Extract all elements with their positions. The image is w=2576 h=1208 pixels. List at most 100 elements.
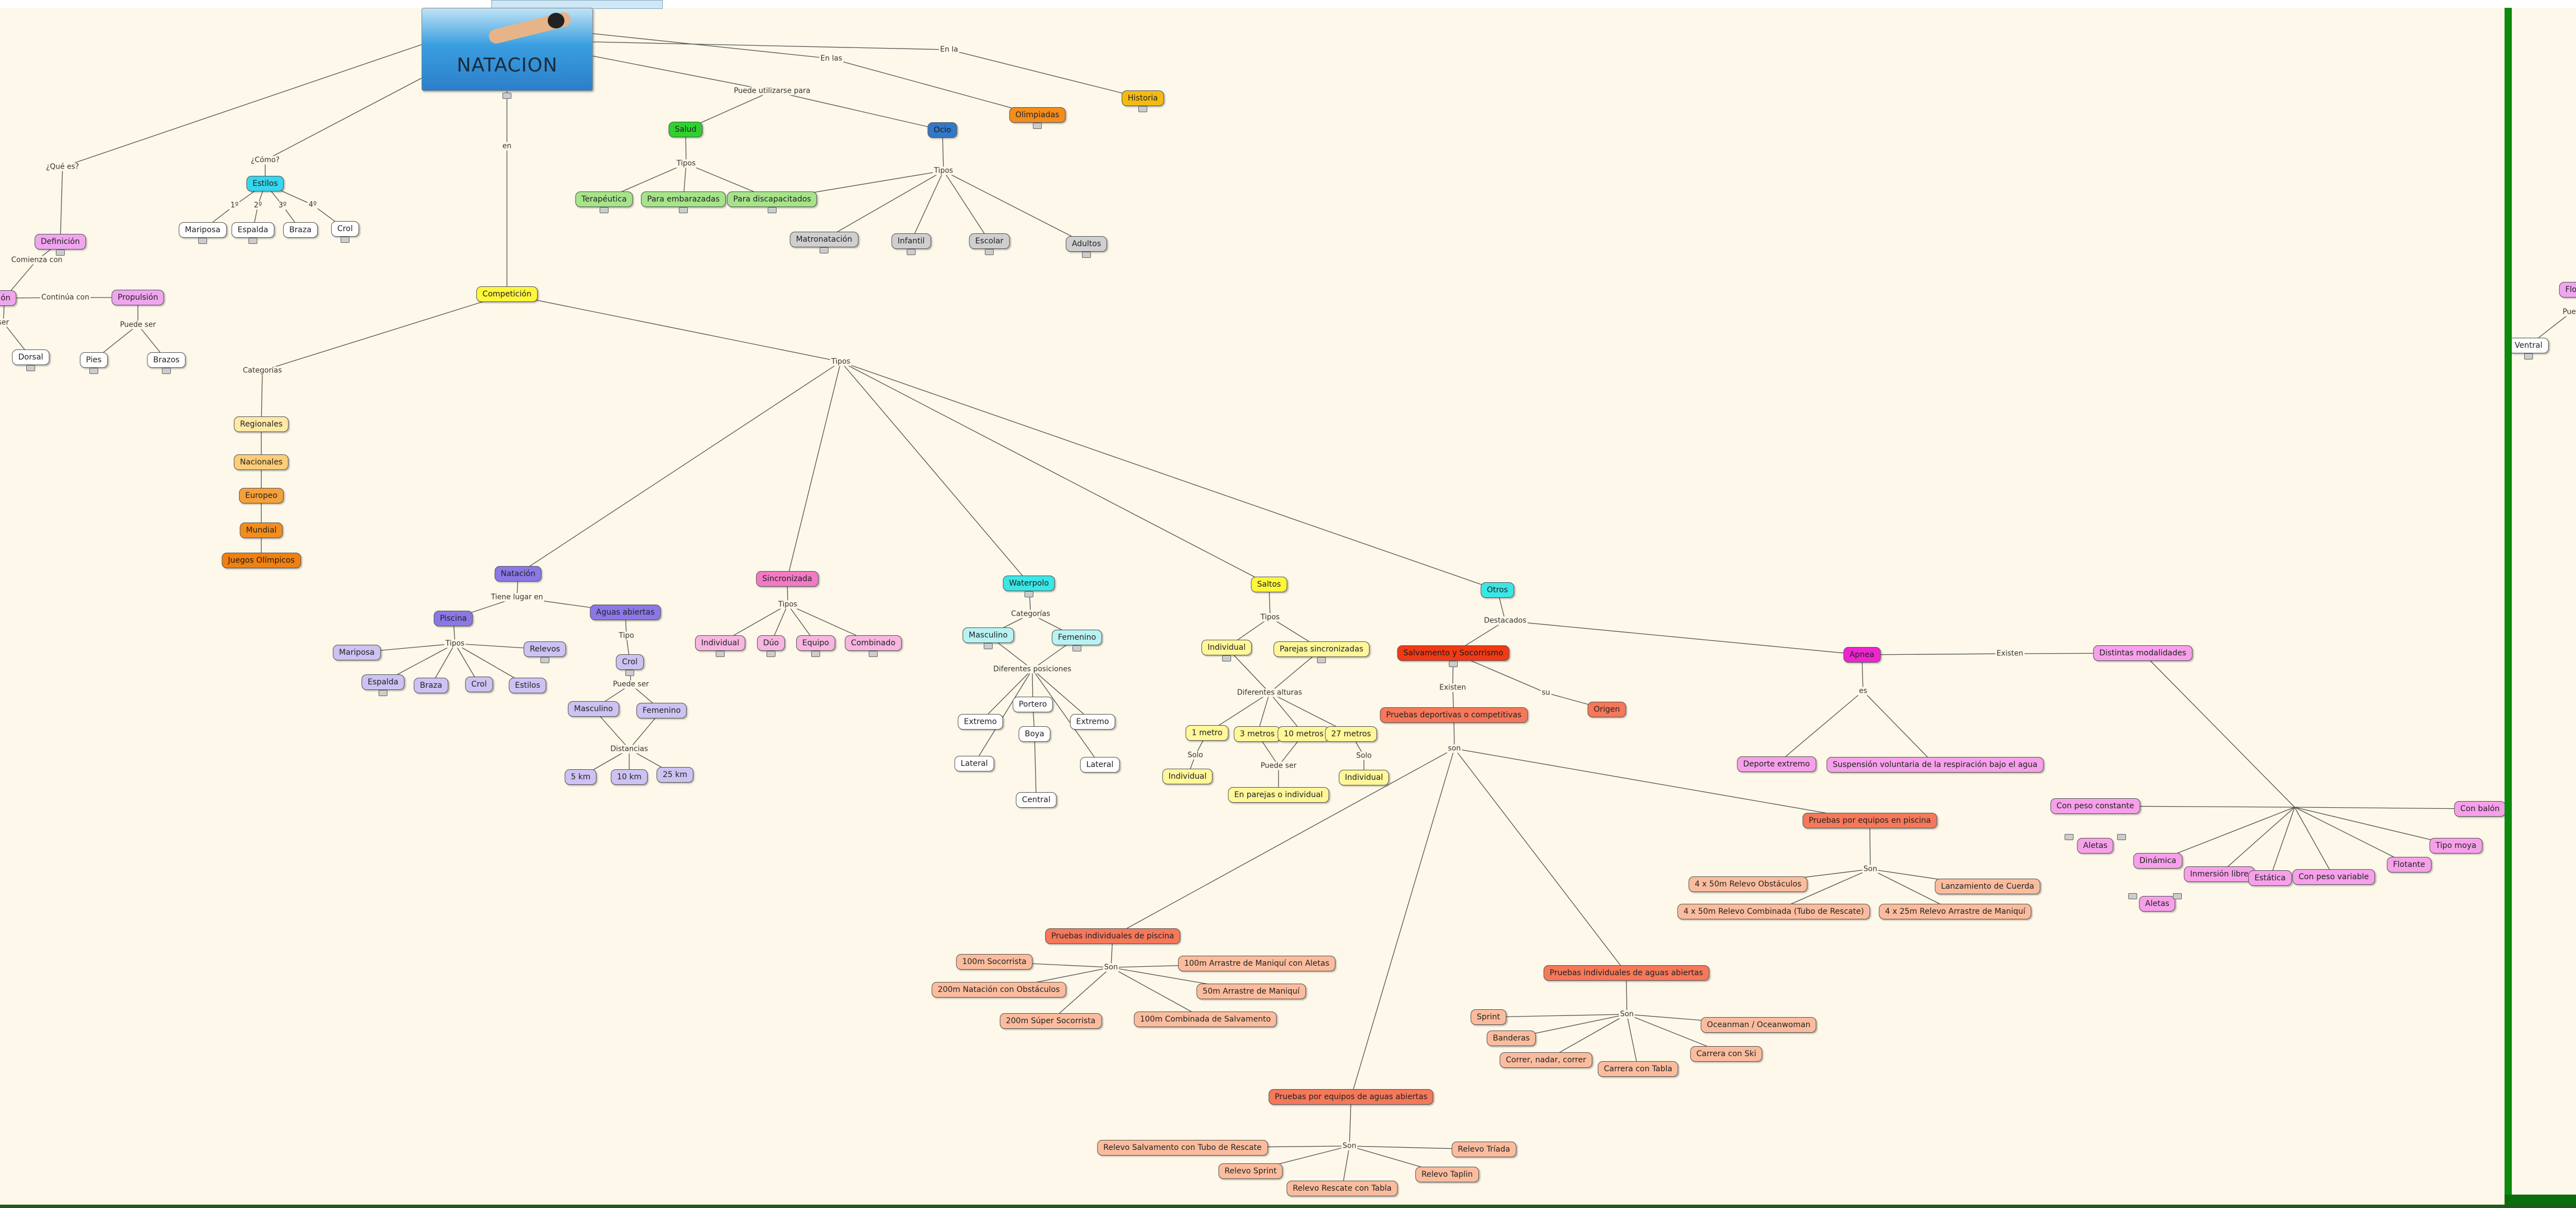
concept-node-masculino-2[interactable]: Masculino	[963, 627, 1014, 643]
attached-resource-icon[interactable]	[768, 207, 777, 213]
concept-node-relevo-sprint[interactable]: Relevo Sprint	[1218, 1163, 1283, 1179]
concept-node-relevos[interactable]: Relevos	[523, 641, 567, 657]
concept-node-dorsal[interactable]: Dorsal	[12, 349, 50, 365]
attached-resource-icon[interactable]	[379, 690, 387, 696]
concept-node-lateral-2[interactable]: Lateral	[1080, 757, 1120, 773]
concept-node-socorrista100[interactable]: 100m Socorrista	[956, 954, 1033, 970]
attached-resource-icon[interactable]	[1449, 661, 1458, 667]
concept-node-peso-variable[interactable]: Con peso variable	[2292, 869, 2375, 885]
concept-node-carrera-ski[interactable]: Carrera con Ski	[1690, 1046, 1763, 1062]
attached-resource-icon[interactable]	[2128, 893, 2137, 899]
concept-node-estilos-2[interactable]: Estilos	[509, 678, 547, 693]
concept-node-saltos[interactable]: Saltos	[1251, 577, 1287, 592]
concept-node-crol-2[interactable]: Crol	[465, 677, 493, 692]
concept-node-km25[interactable]: 25 km	[656, 767, 694, 783]
concept-node-pruebas-dep[interactable]: Pruebas deportivas o competitivas	[1380, 707, 1528, 723]
attached-resource-icon[interactable]	[2524, 353, 2533, 359]
concept-node-terapeutica[interactable]: Terapéutica	[575, 191, 633, 207]
concept-node-arrastre-aletas[interactable]: 100m Arrastre de Maniquí con Aletas	[1177, 956, 1336, 971]
concept-node-piscina[interactable]: Piscina	[433, 611, 473, 626]
attached-resource-icon[interactable]	[2117, 834, 2126, 840]
attached-resource-icon[interactable]	[162, 368, 171, 374]
attached-resource-icon[interactable]	[600, 207, 609, 213]
concept-node-individual-s[interactable]: Individual	[695, 635, 746, 651]
concept-node-infantil[interactable]: Infantil	[891, 233, 931, 249]
attached-resource-icon[interactable]	[1082, 252, 1091, 258]
concept-node-definicion[interactable]: Definición	[35, 234, 86, 250]
concept-node-extremo-1[interactable]: Extremo	[957, 714, 1003, 730]
attached-resource-icon[interactable]	[26, 365, 35, 371]
concept-node-oceanman[interactable]: Oceanman / Oceanwoman	[1701, 1017, 1817, 1033]
concept-node-peso-constante[interactable]: Con peso constante	[2050, 798, 2141, 814]
concept-node-natacion-obst[interactable]: 200m Natación con Obstáculos	[931, 982, 1066, 998]
concept-node-portero[interactable]: Portero	[1012, 697, 1054, 712]
concept-node-m3[interactable]: 3 metros	[1233, 726, 1281, 742]
attached-resource-icon[interactable]	[502, 93, 511, 99]
concept-node-ocio[interactable]: Ocio	[927, 122, 957, 138]
concept-node-pies[interactable]: Pies	[80, 352, 108, 368]
concept-node-para-discapacitados[interactable]: Para discapacitados	[727, 191, 817, 207]
attached-resource-icon[interactable]	[540, 657, 549, 663]
concept-node-m1[interactable]: 1 metro	[1185, 725, 1229, 741]
concept-node-central[interactable]: Central	[1016, 792, 1057, 808]
concept-node-espalda-1[interactable]: Espalda	[231, 222, 275, 238]
concept-node-brazos[interactable]: Brazos	[147, 352, 186, 368]
concept-node-escolar[interactable]: Escolar	[969, 233, 1010, 249]
concept-node-relevo-triada[interactable]: Relevo Tríada	[1452, 1142, 1516, 1157]
attached-resource-icon[interactable]	[56, 250, 65, 256]
concept-node-posicion-cut[interactable]: ión	[0, 290, 17, 306]
concept-node-m10[interactable]: 10 metros	[1277, 726, 1330, 742]
concept-node-salvamento[interactable]: Salvamento y Socorrismo	[1397, 645, 1510, 661]
concept-node-historia[interactable]: Historia	[1122, 90, 1164, 106]
concept-node-km10[interactable]: 10 km	[610, 769, 648, 785]
attached-resource-icon[interactable]	[907, 249, 916, 255]
concept-node-individual-1m[interactable]: Individual	[1162, 769, 1213, 784]
concept-node-km5[interactable]: 5 km	[564, 769, 597, 785]
concept-node-estatica[interactable]: Estática	[2248, 870, 2292, 886]
concept-node-mundial[interactable]: Mundial	[240, 522, 283, 538]
concept-node-banderas[interactable]: Banderas	[1486, 1030, 1536, 1046]
concept-node-boya[interactable]: Boya	[1018, 726, 1051, 742]
attached-resource-icon[interactable]	[811, 651, 820, 657]
concept-node-braza-1[interactable]: Braza	[283, 222, 318, 238]
concept-node-dinamica[interactable]: Dinámica	[2133, 853, 2182, 869]
attached-resource-icon[interactable]	[89, 368, 98, 374]
attached-resource-icon[interactable]	[341, 237, 349, 243]
concept-node-propulsion[interactable]: Propulsión	[111, 290, 165, 305]
concept-node-otros[interactable]: Otros	[1481, 582, 1514, 598]
concept-node-suspension[interactable]: Suspensión voluntaria de la respiración …	[1826, 757, 2044, 773]
concept-node-estilos[interactable]: Estilos	[246, 176, 284, 191]
concept-node-natacion[interactable]: Natación	[494, 566, 542, 582]
concept-node-aletas-2[interactable]: Aletas	[2139, 896, 2176, 912]
concept-node-sprint[interactable]: Sprint	[1471, 1009, 1506, 1025]
concept-node-regionales[interactable]: Regionales	[233, 416, 289, 432]
attached-resource-icon[interactable]	[767, 651, 775, 657]
attached-resource-icon[interactable]	[985, 249, 994, 255]
title-banner[interactable]: NATACION	[422, 8, 593, 91]
attached-resource-icon[interactable]	[716, 651, 725, 657]
concept-node-relevo-taplin[interactable]: Relevo Taplin	[1415, 1167, 1479, 1182]
concept-node-matronatacion[interactable]: Matronatación	[789, 232, 859, 247]
concept-node-origen[interactable]: Origen	[1587, 702, 1626, 717]
concept-node-aguas-abiertas[interactable]: Aguas abiertas	[590, 605, 661, 620]
concept-node-combinada100[interactable]: 100m Combinada de Salvamento	[1133, 1012, 1277, 1027]
attached-resource-icon[interactable]	[679, 207, 688, 213]
attached-resource-icon[interactable]	[2065, 834, 2074, 840]
concept-node-femenino-1[interactable]: Femenino	[636, 703, 687, 718]
concept-node-relevo-tubo[interactable]: Relevo Salvamento con Tubo de Rescate	[1097, 1140, 1268, 1156]
concept-node-waterpolo[interactable]: Waterpolo	[1003, 576, 1055, 591]
concept-node-equipo[interactable]: Equipo	[796, 635, 835, 651]
attached-resource-icon[interactable]	[625, 670, 634, 676]
concept-node-ventral[interactable]: Ventral	[2508, 338, 2549, 353]
attached-resource-icon[interactable]	[1033, 123, 1042, 129]
concept-node-flotante[interactable]: Flotante	[2387, 857, 2431, 873]
concept-node-parejas-sinc[interactable]: Parejas sincronizadas	[1273, 641, 1370, 657]
concept-node-flo-cut[interactable]: Flo	[2559, 282, 2576, 298]
concept-node-extremo-2[interactable]: Extremo	[1070, 714, 1115, 730]
concept-node-juegos-olimpicos[interactable]: Juegos Olímpicos	[222, 553, 301, 568]
concept-node-mariposa-2[interactable]: Mariposa	[333, 645, 381, 660]
attached-resource-icon[interactable]	[198, 238, 207, 244]
concept-node-m27[interactable]: 27 metros	[1325, 726, 1377, 742]
concept-node-aletas-1[interactable]: Aletas	[2077, 838, 2114, 854]
attached-resource-icon[interactable]	[1317, 657, 1326, 663]
